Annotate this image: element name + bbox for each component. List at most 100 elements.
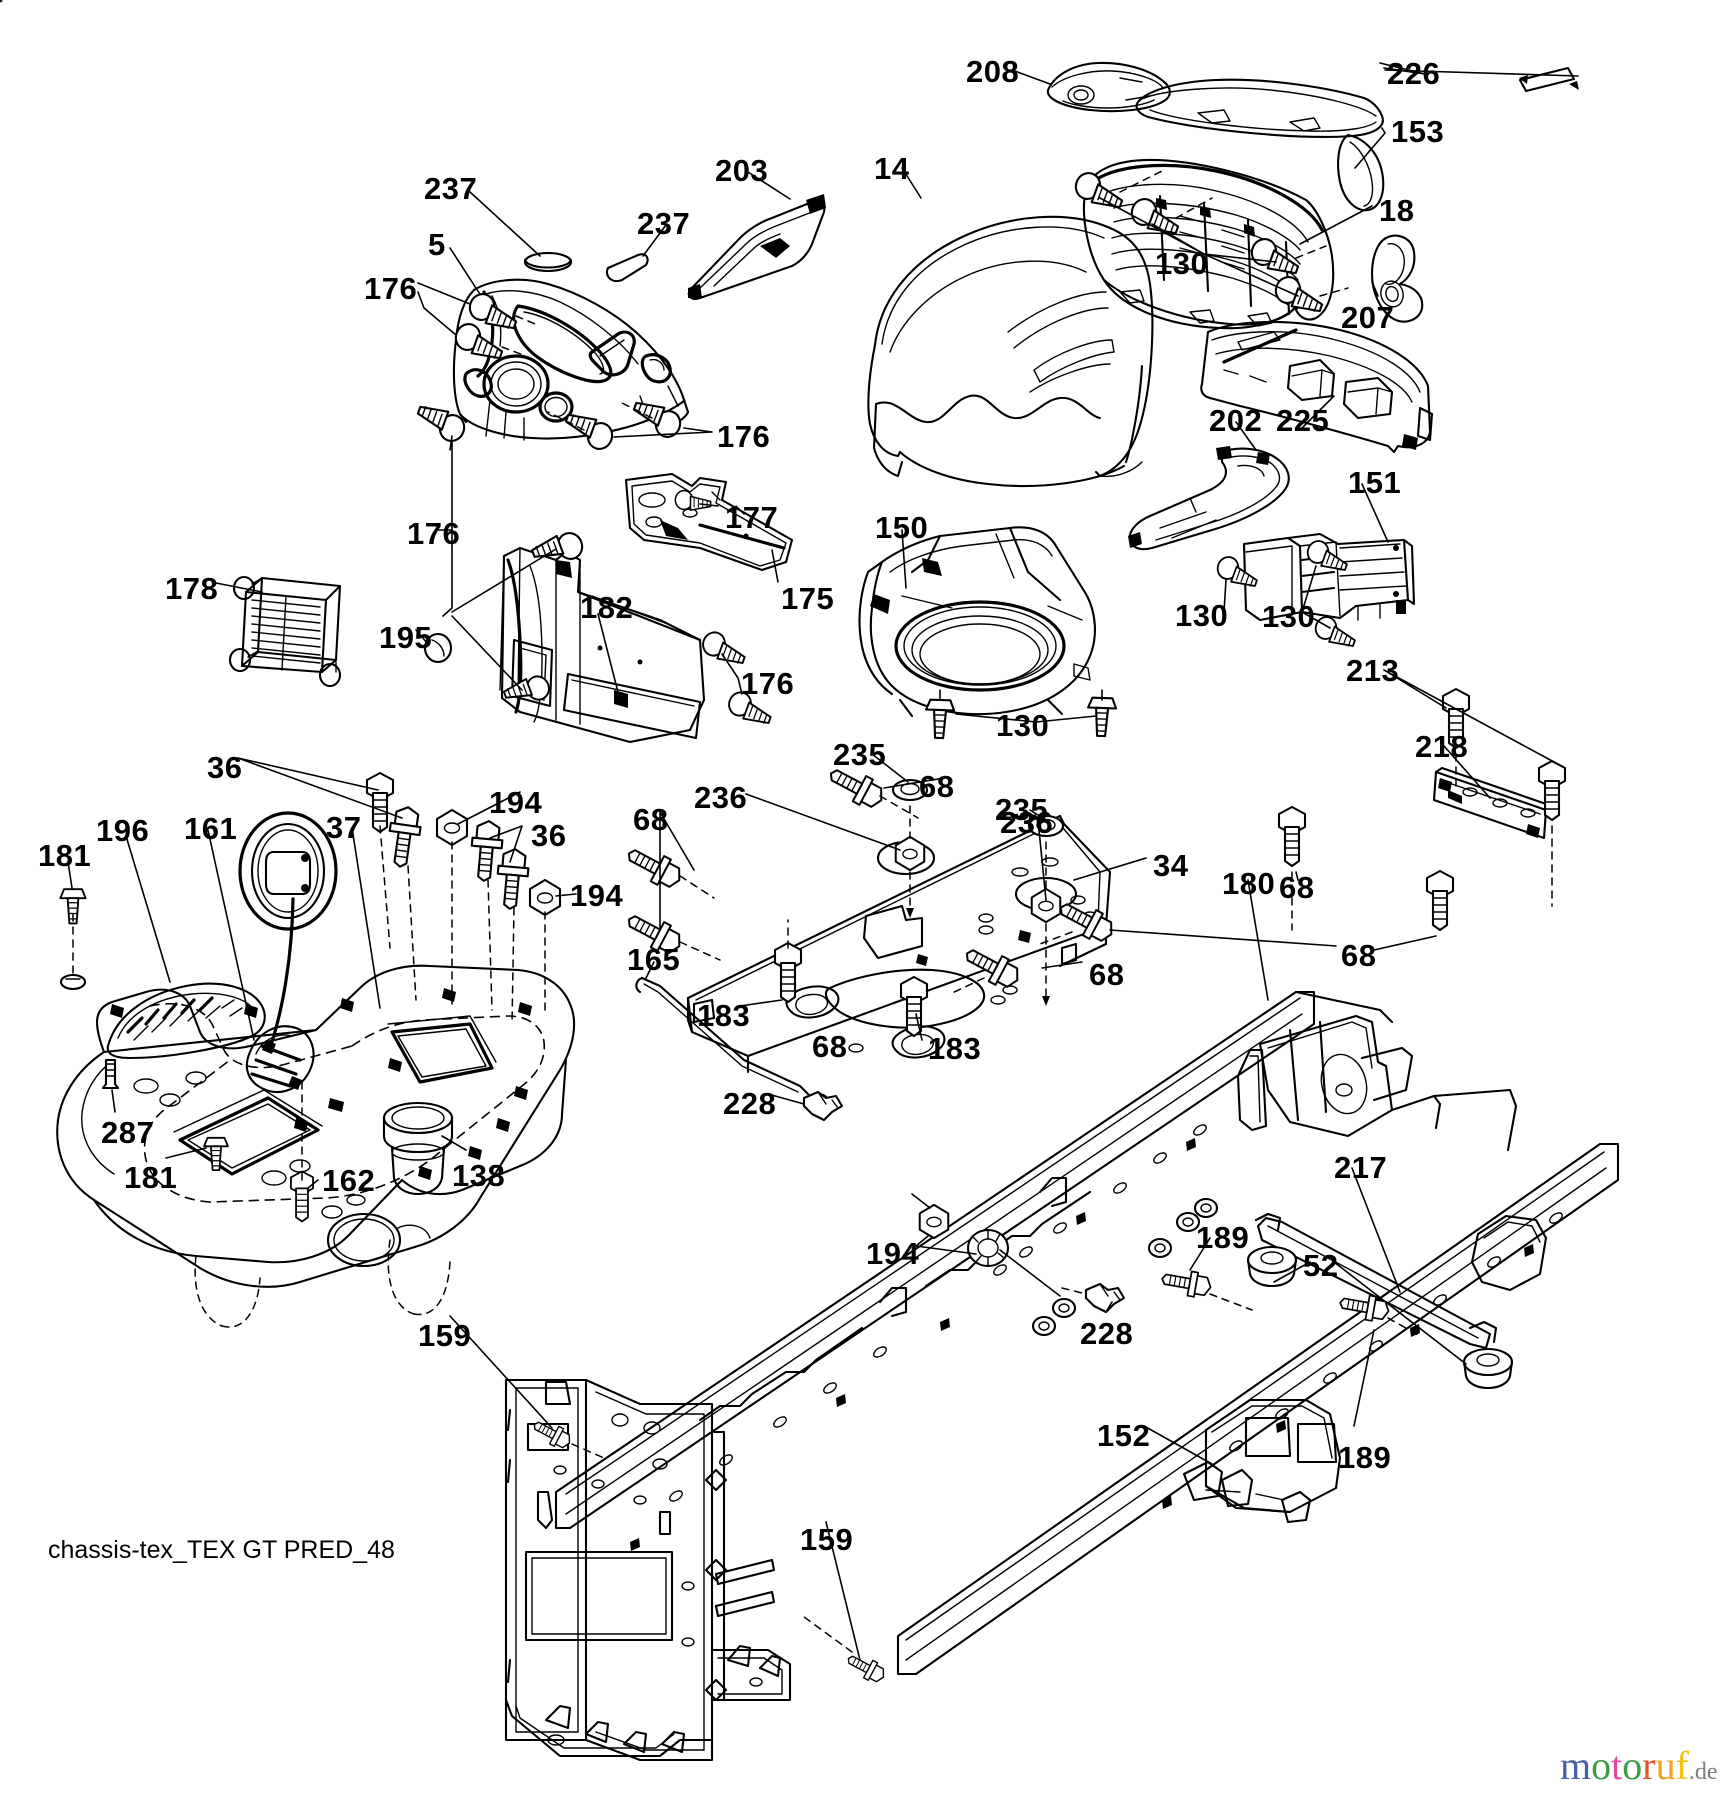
fastener-176-lower [411,397,686,454]
callout-68-a: 68 [919,769,955,804]
callout-130-c: 130 [1262,599,1316,634]
part-228-fitting-b [1084,1282,1126,1314]
part-208-cover [1046,61,1171,113]
callout-130-b: 130 [1175,598,1229,633]
callout-36-a: 36 [207,750,243,785]
fastener-194-frame [918,1203,1010,1268]
part-195-cap [423,632,453,664]
part-153-endcap [1337,133,1385,212]
callout-225: 225 [1276,403,1330,438]
callout-176-a: 176 [364,271,418,306]
diagram-caption: chassis-tex_TEX GT PRED_48 [48,1536,395,1564]
callout-68-e: 68 [1089,957,1125,992]
callout-236-b: 236 [1000,805,1054,840]
callout-37: 37 [326,810,362,845]
watermark-letter-u: u [1655,1743,1676,1788]
callout-287: 287 [101,1115,155,1150]
callout-5: 5 [428,227,446,262]
callout-236-a: 236 [694,780,748,815]
callout-159-a: 159 [418,1318,472,1353]
callout-177: 177 [725,500,779,535]
callout-178: 178 [165,571,219,606]
callout-18: 18 [1379,193,1415,228]
callout-138: 138 [452,1158,506,1193]
fastener-177-nut [674,489,712,511]
part-196-trim [106,982,266,1060]
callout-218: 218 [1415,729,1469,764]
part-52-bushings [1246,1245,1514,1390]
part-202-handle [1128,446,1290,551]
callout-180: 180 [1222,866,1276,901]
fastener-183-group [773,941,929,1038]
fastener-181-upper [59,888,87,991]
callout-130-d: 130 [996,708,1050,743]
castle-nut-194 [966,1228,1010,1268]
callout-68-d: 68 [1341,938,1377,973]
callout-194-c: 194 [866,1236,920,1271]
callout-152: 152 [1097,1418,1151,1453]
callout-202: 202 [1209,403,1263,438]
callout-176-c: 176 [407,516,461,551]
fastener-68-right [1277,805,1455,932]
part-218-strap [1432,766,1554,840]
callout-151: 151 [1348,465,1402,500]
watermark-letter-m: m [1560,1743,1592,1788]
callout-175: 175 [781,581,835,616]
callout-181-a: 181 [38,838,92,873]
callout-182: 182 [580,590,634,625]
part-225-trim [1200,320,1434,454]
callout-194-a: 194 [489,785,543,820]
callout-68-c: 68 [1279,870,1315,905]
callout-235-a: 235 [833,737,887,772]
callout-189-b: 189 [1338,1440,1392,1475]
part-152-guard [1182,1398,1342,1524]
callout-195: 195 [379,620,433,655]
part-14-hood [867,215,1154,488]
callout-226: 226 [1387,56,1441,91]
magnified-detail-161 [238,811,338,1044]
callout-194-b: 194 [570,878,624,913]
callout-14: 14 [874,151,910,186]
callout-176-b: 176 [717,419,771,454]
part-217-rod [1254,1212,1498,1350]
part-207-knob [1370,234,1424,323]
callout-237-a: 237 [424,171,478,206]
callout-183-b: 183 [928,1031,982,1066]
callout-176-d: 176 [741,666,795,701]
motoruf-watermark: motoruf.de [1560,1746,1718,1786]
callout-207: 207 [1341,300,1395,335]
callout-68-b: 68 [633,802,669,837]
callout-183-a: 183 [697,998,751,1033]
callout-203: 203 [715,153,769,188]
part-228-fitting-a [802,1090,844,1122]
callout-162: 162 [322,1163,376,1198]
callout-165: 165 [627,942,681,977]
callout-208: 208 [966,54,1020,89]
watermark-letter-o1: o [1591,1743,1612,1788]
part-226-clip [1518,66,1579,93]
watermark-letter-r: r [1642,1743,1656,1788]
callout-196: 196 [96,813,150,848]
part-237-plug-a [523,251,573,273]
callout-228-a: 228 [723,1086,777,1121]
part-182-panel [499,546,706,744]
part-18-upper-strip [1135,78,1384,138]
watermark-letter-f: f [1675,1743,1689,1788]
callout-213: 213 [1346,653,1400,688]
callout-52: 52 [1303,1248,1339,1283]
fastener-287 [101,1058,120,1090]
callout-34: 34 [1153,848,1189,883]
callout-217: 217 [1334,1150,1388,1185]
callout-235-b: 235 [995,792,1049,827]
fastener-181-lower [203,1136,229,1171]
watermark-letter-o2: o [1622,1743,1643,1788]
callout-68-f: 68 [812,1029,848,1064]
callout-153: 153 [1391,114,1445,149]
callout-36-b: 36 [531,818,567,853]
part-165-rod [635,976,830,1102]
part-203-hinge [687,194,826,300]
part-138-grommet [382,1101,454,1196]
part-150-blower-housing [858,526,1096,718]
